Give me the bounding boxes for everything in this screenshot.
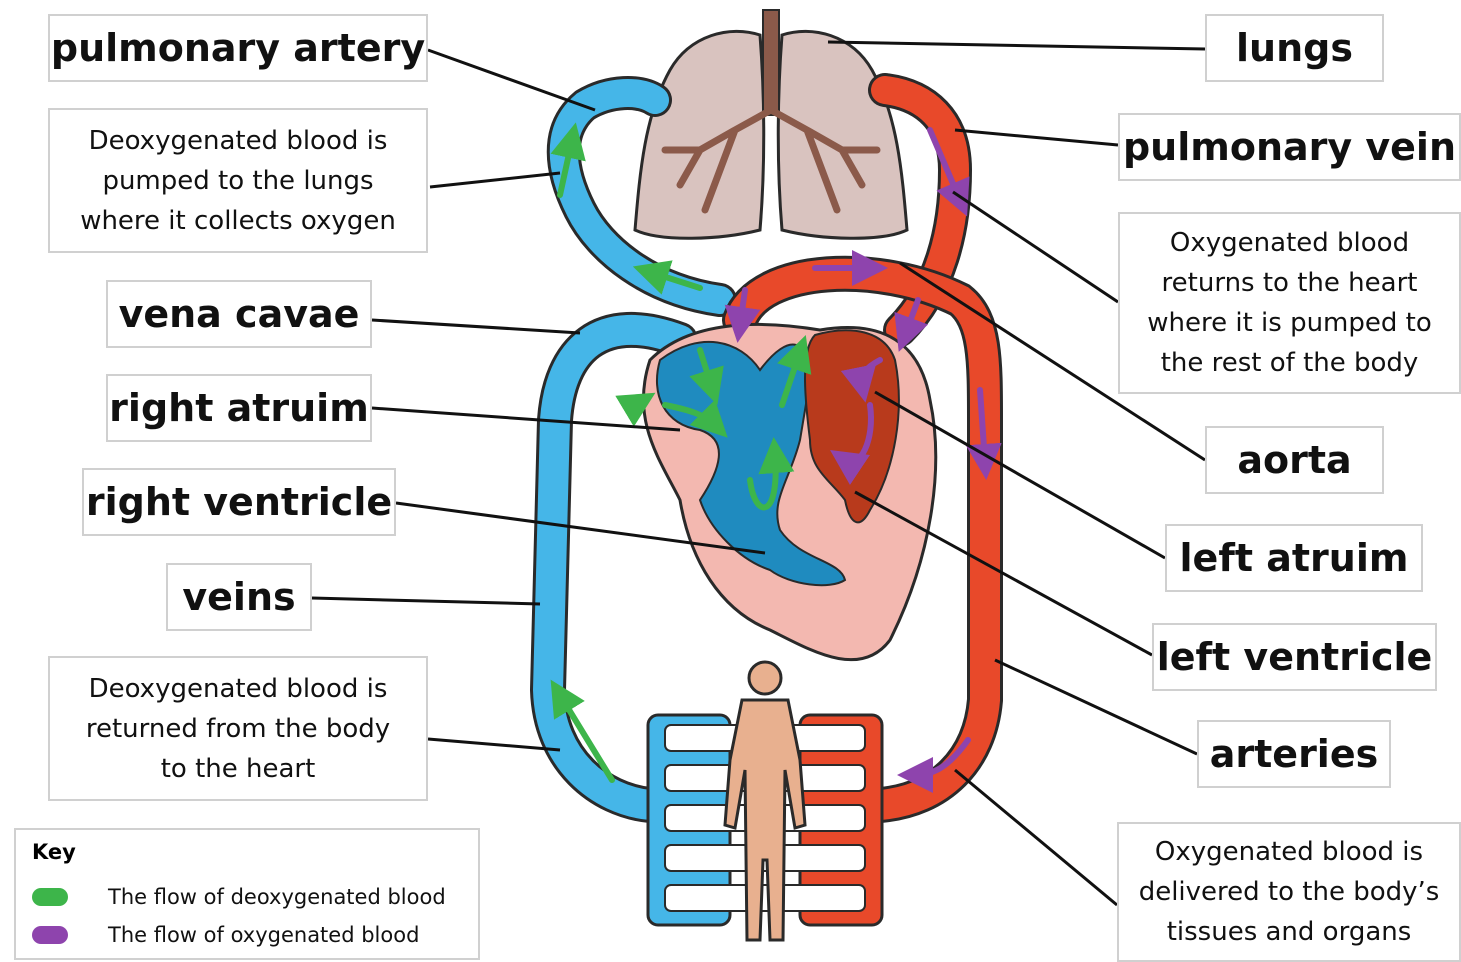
note-line: returns to the heart bbox=[1162, 263, 1418, 303]
label-lungs: lungs bbox=[1205, 14, 1384, 82]
label-right-atruim: right atruim bbox=[106, 374, 372, 442]
label-text: pulmonary artery bbox=[51, 26, 425, 70]
note-line: the rest of the body bbox=[1161, 343, 1419, 383]
note-line: where it collects oxygen bbox=[80, 201, 396, 241]
note-deoxygenated-to-lungs: Deoxygenated blood is pumped to the lung… bbox=[48, 108, 428, 253]
label-right-ventricle: right ventricle bbox=[82, 468, 396, 536]
note-line: pumped to the lungs bbox=[102, 161, 373, 201]
note-oxygenated-delivered: Oxygenated blood is delivered to the bod… bbox=[1117, 822, 1461, 962]
label-arteries: arteries bbox=[1197, 720, 1391, 788]
leader-line bbox=[372, 408, 680, 430]
label-text: right ventricle bbox=[86, 480, 392, 524]
flow-arrow-deoxy bbox=[635, 402, 640, 405]
label-left-atruim: left atruim bbox=[1165, 524, 1423, 592]
label-veins: veins bbox=[166, 563, 312, 631]
note-line: returned from the body bbox=[86, 709, 390, 749]
label-left-ventricle: left ventricle bbox=[1152, 623, 1437, 691]
label-pulmonary-artery: pulmonary artery bbox=[48, 14, 428, 82]
label-text: vena cavae bbox=[119, 292, 360, 336]
key-legend: Key The flow of deoxygenated blood The f… bbox=[14, 828, 480, 960]
label-text: pulmonary vein bbox=[1123, 125, 1456, 169]
label-text: aorta bbox=[1237, 438, 1351, 482]
note-line: delivered to the body’s bbox=[1139, 872, 1440, 912]
label-text: lungs bbox=[1236, 26, 1353, 70]
key-item-deoxygenated: The flow of deoxygenated blood bbox=[32, 882, 446, 912]
label-vena-cavae: vena cavae bbox=[106, 280, 372, 348]
leader-line bbox=[312, 598, 540, 604]
label-text: arteries bbox=[1210, 732, 1378, 776]
label-text: left atruim bbox=[1180, 536, 1409, 580]
green-swatch-icon bbox=[32, 888, 68, 906]
key-item-label: The flow of oxygenated blood bbox=[108, 923, 419, 947]
note-line: Oxygenated blood bbox=[1170, 223, 1409, 263]
leader-line bbox=[428, 50, 595, 110]
note-line: to the heart bbox=[161, 749, 316, 789]
leader-line bbox=[430, 173, 560, 187]
note-line: Deoxygenated blood is bbox=[89, 121, 388, 161]
label-text: veins bbox=[182, 575, 295, 619]
leader-line bbox=[828, 42, 1205, 49]
note-deoxygenated-from-body: Deoxygenated blood is returned from the … bbox=[48, 656, 428, 801]
right-lung bbox=[778, 31, 907, 238]
leader-line bbox=[372, 320, 580, 333]
leader-line bbox=[953, 192, 1118, 302]
purple-swatch-icon bbox=[32, 926, 68, 944]
lungs-illustration bbox=[635, 10, 907, 238]
key-item-label: The flow of deoxygenated blood bbox=[108, 885, 446, 909]
key-title: Key bbox=[32, 840, 76, 864]
key-item-oxygenated: The flow of oxygenated blood bbox=[32, 920, 419, 950]
label-text: left ventricle bbox=[1157, 635, 1433, 679]
leader-line bbox=[955, 130, 1118, 145]
note-line: Deoxygenated blood is bbox=[89, 669, 388, 709]
label-text: right atruim bbox=[109, 386, 369, 430]
left-lung bbox=[635, 31, 764, 238]
note-line: where it is pumped to bbox=[1147, 303, 1432, 343]
leader-line bbox=[955, 770, 1117, 905]
label-pulmonary-vein: pulmonary vein bbox=[1118, 113, 1461, 181]
note-line: tissues and organs bbox=[1167, 912, 1412, 952]
note-line: Oxygenated blood is bbox=[1155, 832, 1423, 872]
trachea bbox=[763, 10, 779, 115]
label-aorta: aorta bbox=[1205, 426, 1384, 494]
note-oxygenated-returns: Oxygenated blood returns to the heart wh… bbox=[1118, 212, 1461, 394]
